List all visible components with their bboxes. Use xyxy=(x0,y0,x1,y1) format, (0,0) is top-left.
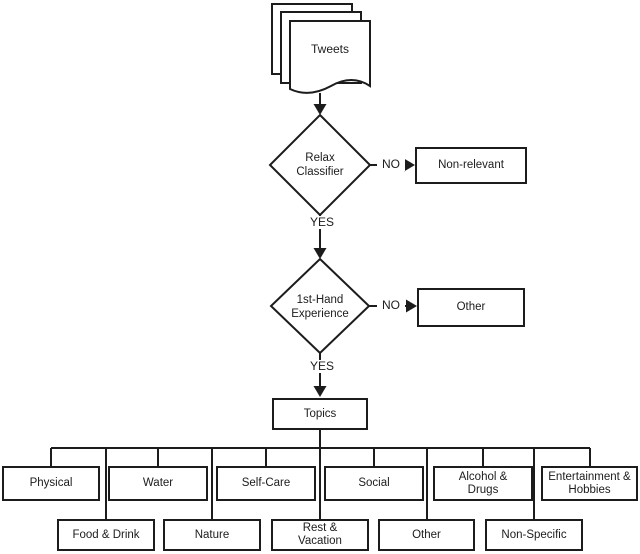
yes-label-1: YES xyxy=(303,216,341,229)
category-box-nature: Nature xyxy=(163,519,261,551)
category-label: Non-Specific xyxy=(501,528,567,541)
topics-tree-connectors xyxy=(50,430,591,519)
category-box-alcohol-drugs: Alcohol & Drugs xyxy=(433,466,533,501)
category-label: Rest & Vacation xyxy=(298,522,342,547)
arrow-no1-head xyxy=(404,158,415,172)
arrow-no2-head xyxy=(406,299,417,313)
category-label: Water xyxy=(142,477,174,489)
arrow-yes2-head xyxy=(313,386,327,397)
category-box-other: Other xyxy=(378,519,475,551)
non-relevant-box: Non-relevant xyxy=(415,147,527,184)
category-box-water: Water xyxy=(108,466,208,501)
first-hand-label: 1st-Hand Experience xyxy=(291,294,349,320)
tweets-label: Tweets xyxy=(310,42,349,56)
no-label-2: NO xyxy=(377,299,405,312)
relax-classifier-label: Relax Classifier xyxy=(296,152,344,178)
category-label: Alcohol & Drugs xyxy=(458,470,508,496)
category-box-self-care: Self-Care xyxy=(216,466,316,501)
category-label: Physical xyxy=(29,477,73,489)
document-page-front xyxy=(289,20,371,94)
yes-label-2: YES xyxy=(303,360,341,373)
category-box-rest-vacation: Rest & Vacation xyxy=(271,519,369,551)
category-box-food-drink: Food & Drink xyxy=(57,519,155,551)
arrow-tweets-to-relax-head xyxy=(313,104,327,115)
category-label: Other xyxy=(412,528,441,541)
arrow-yes1-head xyxy=(313,248,327,259)
category-box-entertainment-hobbies: Entertainment & Hobbies xyxy=(541,466,638,501)
category-label: Food & Drink xyxy=(72,528,140,541)
category-box-social: Social xyxy=(324,466,424,501)
category-label: Self-Care xyxy=(241,477,291,489)
category-box-non-specific: Non-Specific xyxy=(485,519,583,551)
category-box-physical: Physical xyxy=(2,466,100,501)
category-label: Entertainment & Hobbies xyxy=(548,470,631,496)
category-label: Social xyxy=(358,477,390,489)
category-label: Nature xyxy=(194,528,230,541)
tweets-document-icon xyxy=(271,3,371,94)
no-label-1: NO xyxy=(377,158,405,171)
other-outcome-box: Other xyxy=(417,288,525,327)
topics-box: Topics xyxy=(272,398,368,430)
